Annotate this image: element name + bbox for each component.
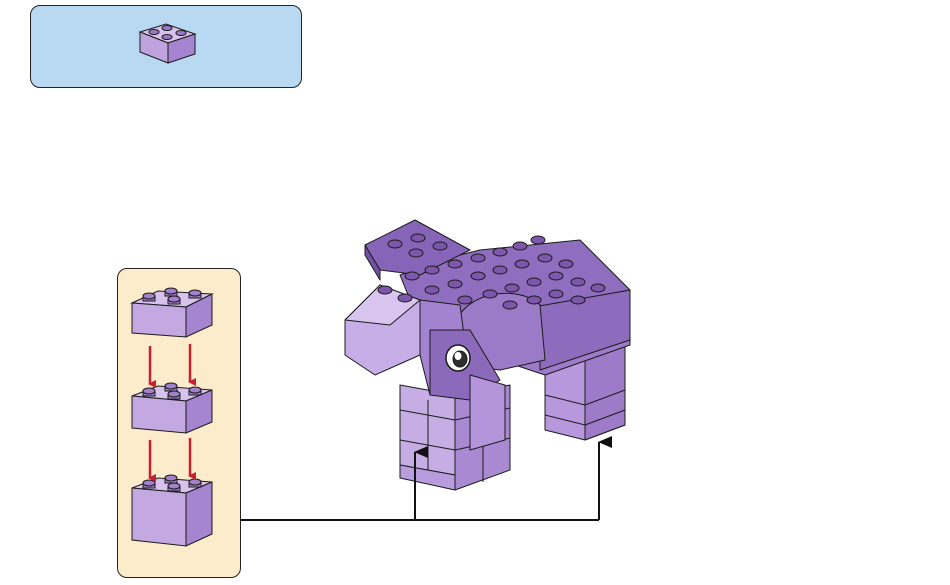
stud bbox=[425, 286, 439, 294]
stud bbox=[433, 242, 447, 250]
stud bbox=[527, 278, 541, 286]
stud bbox=[143, 480, 155, 486]
stud bbox=[531, 236, 545, 244]
stud bbox=[168, 483, 180, 489]
stud bbox=[515, 260, 529, 268]
stud bbox=[143, 388, 155, 394]
stud bbox=[591, 284, 605, 292]
stud bbox=[176, 31, 186, 36]
stud bbox=[162, 26, 172, 31]
stud bbox=[527, 296, 541, 304]
subassembly-brick-middle bbox=[132, 383, 212, 433]
stud bbox=[189, 387, 201, 393]
stud bbox=[549, 272, 563, 280]
stud bbox=[165, 475, 177, 481]
stud bbox=[189, 290, 201, 296]
parts-brick-2x2 bbox=[140, 24, 195, 63]
stud bbox=[425, 266, 439, 274]
stud bbox=[411, 234, 425, 242]
stud bbox=[405, 272, 419, 280]
stud bbox=[398, 294, 412, 302]
stud bbox=[409, 249, 423, 257]
stud bbox=[471, 254, 485, 262]
stud bbox=[549, 290, 563, 298]
stud bbox=[378, 286, 392, 294]
stud bbox=[448, 280, 462, 288]
stud bbox=[168, 391, 180, 397]
stud bbox=[493, 266, 507, 274]
stud bbox=[571, 296, 585, 304]
stud bbox=[162, 35, 172, 40]
elephant-eye bbox=[446, 345, 470, 371]
stud bbox=[505, 284, 519, 292]
stud bbox=[493, 248, 507, 256]
stud bbox=[471, 272, 485, 280]
stud bbox=[503, 301, 517, 309]
stud bbox=[143, 293, 155, 299]
stud bbox=[571, 278, 585, 286]
subassembly-brick-bottom bbox=[132, 475, 212, 546]
stud bbox=[458, 296, 472, 304]
stud bbox=[559, 260, 573, 268]
stud bbox=[149, 30, 159, 35]
stud bbox=[388, 240, 402, 248]
subassembly-brick-top bbox=[132, 288, 212, 337]
stud bbox=[483, 290, 497, 298]
stud bbox=[168, 296, 180, 302]
stud bbox=[448, 260, 462, 268]
stud bbox=[513, 242, 527, 250]
elephant-model bbox=[345, 220, 630, 490]
stud bbox=[165, 288, 177, 294]
stud bbox=[165, 383, 177, 389]
stud bbox=[538, 254, 552, 262]
stud bbox=[189, 479, 201, 485]
